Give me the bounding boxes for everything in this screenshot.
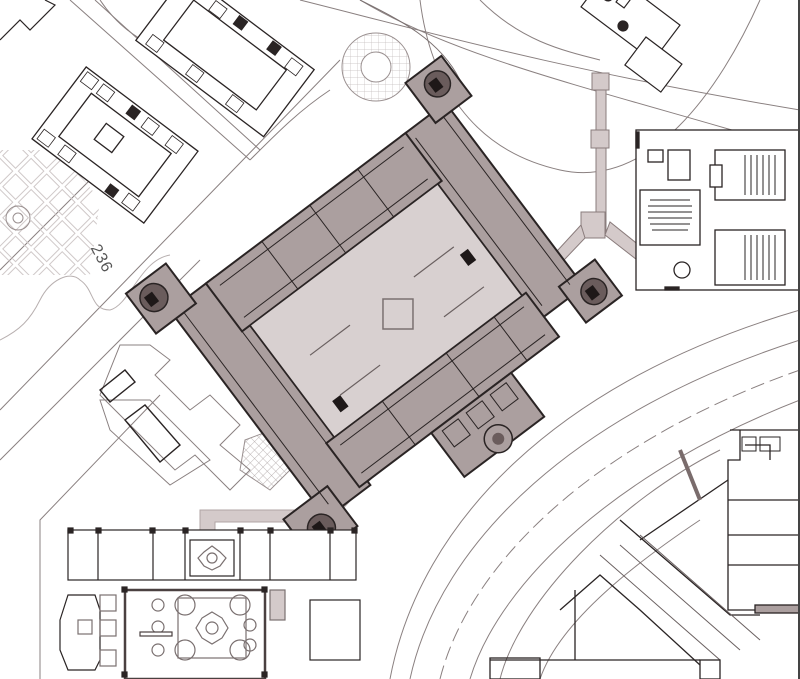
- plaza-grid: [0, 150, 100, 275]
- main-building: [124, 54, 624, 561]
- southeast-complex: [489, 429, 800, 679]
- building-top-left-corner: [0, 0, 57, 41]
- residential-block-1: [31, 66, 199, 224]
- performing-arts-complex: [635, 129, 800, 291]
- parcel-rectangles: [99, 369, 181, 463]
- ornate-building-top: [580, 0, 683, 93]
- round-plaza: [341, 32, 411, 102]
- parcel-outlines: [99, 344, 251, 491]
- residential-block-2: [134, 0, 316, 138]
- civic-building-south: [59, 527, 361, 679]
